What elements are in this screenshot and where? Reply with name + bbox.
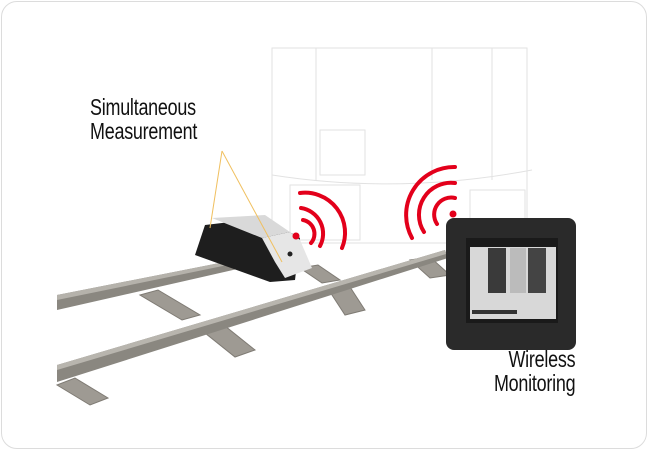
simultaneous-measurement-label: Simultaneous Measurement: [90, 95, 197, 143]
callout-lines: [209, 150, 283, 263]
rails: [57, 250, 448, 382]
measurement-sensor: [195, 215, 312, 282]
label-line: Wireless: [508, 346, 575, 372]
label-line: Measurement: [90, 118, 198, 144]
wireless-signal-icon: [292, 190, 348, 250]
label-line: Simultaneous: [90, 94, 196, 120]
rail-sleepers: [55, 256, 452, 406]
wireless-signal-icon: [404, 164, 457, 240]
label-line: Monitoring: [493, 370, 576, 396]
wireless-monitoring-label: Wireless Monitoring: [493, 346, 576, 396]
monitoring-tablet: [446, 218, 576, 350]
